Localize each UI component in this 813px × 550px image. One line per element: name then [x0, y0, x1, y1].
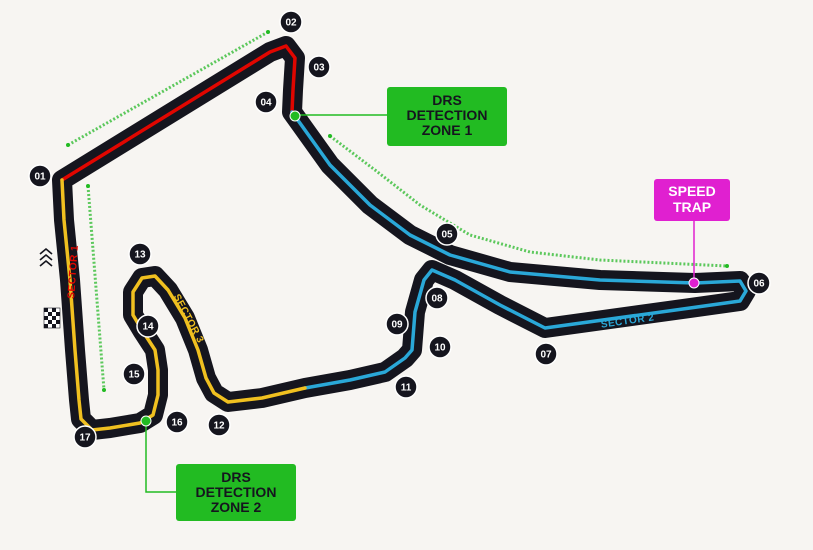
corner-03-label: 03	[313, 63, 325, 74]
corner-03: 03	[307, 55, 331, 79]
drs-zone-1-point	[289, 110, 301, 122]
corner-04: 04	[254, 90, 278, 114]
checkered-flag-icon	[43, 307, 61, 329]
corner-08: 08	[425, 286, 449, 310]
corner-02-marker	[279, 10, 303, 34]
corner-08-label: 08	[431, 294, 443, 305]
drs-zone-back-straight-start-mark	[66, 143, 70, 147]
drs-zone-main-straight-start-mark	[86, 184, 90, 188]
drs-zone-2-line-2: DETECTION	[196, 484, 277, 500]
drs-detection-zone-2-box: DRS DETECTION ZONE 2	[176, 464, 296, 521]
corner-17-marker	[73, 425, 97, 449]
corner-07-label: 07	[540, 350, 552, 361]
corner-01-label: 01	[34, 172, 46, 183]
speed-trap-box: SPEED TRAP	[654, 179, 730, 221]
drs-zone-2-line-3: ZONE 2	[211, 499, 262, 515]
corner-09: 09	[385, 312, 409, 336]
corner-16-label: 16	[171, 418, 183, 429]
corner-06-label: 06	[753, 279, 765, 290]
drs-zone-long-straight-end-mark	[725, 264, 729, 268]
icons	[39, 248, 61, 329]
corner-04-marker	[254, 90, 278, 114]
sector-2-line	[290, 110, 748, 390]
corner-03-marker	[307, 55, 331, 79]
corner-15-marker	[122, 362, 146, 386]
drs-zone-1-line-3: ZONE 1	[422, 122, 473, 138]
corner-13-marker	[128, 242, 152, 266]
drs-zones	[66, 30, 729, 392]
corner-14-label: 14	[142, 322, 154, 333]
corner-13: 13	[128, 242, 152, 266]
corner-13-label: 13	[134, 250, 146, 261]
drs-zone-1-line-1: DRS	[432, 92, 462, 108]
corner-14: 14	[136, 314, 160, 338]
corner-10-label: 10	[434, 343, 446, 354]
corner-04-label: 04	[260, 98, 272, 109]
drs-zone-main-straight	[86, 185, 106, 391]
drs-zone-long-straight-start-mark	[328, 134, 332, 138]
corner-11-marker	[394, 375, 418, 399]
corner-12-label: 12	[213, 421, 225, 432]
corner-07-marker	[534, 342, 558, 366]
speed-trap-line-2: TRAP	[673, 199, 711, 215]
drs-zone-2-point	[140, 415, 152, 427]
drs-detection-zone-1-box: DRS DETECTION ZONE 1	[387, 87, 507, 146]
corner-11: 11	[394, 375, 418, 399]
corner-17-label: 17	[79, 433, 91, 444]
drs-zone-2-callout-line	[145, 423, 176, 493]
corner-05: 05	[435, 222, 459, 246]
corner-12-marker	[207, 413, 231, 437]
corner-10: 10	[428, 335, 452, 359]
direction-chevrons-icon	[39, 248, 53, 267]
corner-09-marker	[385, 312, 409, 336]
callout-lines	[140, 110, 700, 493]
corner-12: 12	[207, 413, 231, 437]
track-sectors	[60, 44, 748, 432]
sector-1-label: SECTOR 1	[66, 245, 81, 299]
corner-10-marker	[428, 335, 452, 359]
corner-15-label: 15	[128, 370, 140, 381]
sector-1-line	[60, 44, 297, 182]
corner-01-marker	[28, 164, 52, 188]
corner-06: 06	[747, 271, 771, 295]
corner-15: 15	[122, 362, 146, 386]
corner-07: 07	[534, 342, 558, 366]
drs-zone-back-straight	[67, 30, 269, 147]
corner-08-marker	[425, 286, 449, 310]
drs-zone-back-straight-end-mark	[266, 30, 270, 34]
speed-trap-line-1: SPEED	[668, 183, 715, 199]
corner-16-marker	[165, 410, 189, 434]
corner-05-marker	[435, 222, 459, 246]
annotation-boxes: DRS DETECTION ZONE 1 DRS DETECTION ZONE …	[176, 87, 730, 521]
corner-16: 16	[165, 410, 189, 434]
speed-trap-point	[688, 277, 700, 289]
corner-05-label: 05	[441, 230, 453, 241]
corner-01: 01	[28, 164, 52, 188]
corner-09-label: 09	[391, 320, 403, 331]
corner-14-marker	[136, 314, 160, 338]
corner-11-label: 11	[401, 383, 412, 394]
corner-06-marker	[747, 271, 771, 295]
corner-02: 02	[279, 10, 303, 34]
drs-zone-main-straight-end-mark	[102, 388, 106, 392]
corner-markers: 01 02 03 04 05 06 07 08 09 10 11 12 13 14 15 16 17	[28, 10, 771, 449]
corner-17: 17	[73, 425, 97, 449]
corner-02-label: 02	[285, 18, 297, 29]
drs-zone-1-line-2: DETECTION	[407, 107, 488, 123]
drs-zone-long-straight	[329, 134, 728, 268]
drs-zone-2-line-1: DRS	[221, 469, 251, 485]
sector-3-line	[60, 178, 307, 432]
